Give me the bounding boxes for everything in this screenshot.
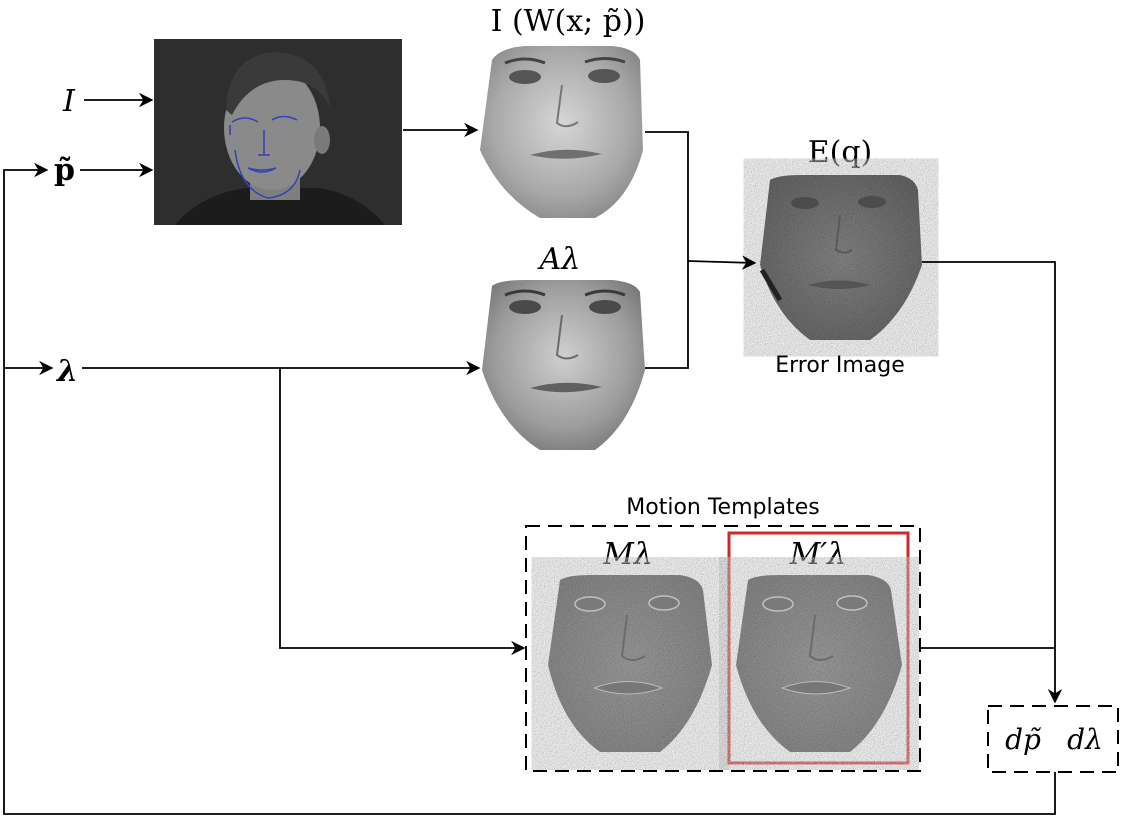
error-face (759, 175, 922, 340)
arrow-merge-to-error (687, 255, 757, 270)
input-lambda-label: λ (55, 354, 78, 389)
motion-templates-title: Motion Templates (626, 495, 819, 520)
output-dl-label: dλ (1067, 723, 1103, 756)
motion-m-face (548, 575, 712, 752)
arrow-lambda-to-motion (279, 368, 526, 656)
input-photo (154, 39, 402, 225)
warped-face (480, 46, 643, 218)
motion-m-prime-title: M′λ (789, 537, 847, 572)
motion-m-title: Mλ (602, 537, 653, 572)
input-p-label: p̃ (54, 153, 75, 188)
error-title: E(q) (808, 135, 873, 170)
output-box (987, 705, 1119, 773)
highlight-box (727, 531, 910, 765)
warped-title: I (W(x; p̃)) (491, 4, 646, 39)
appearance-title: Aλ (537, 242, 581, 277)
appearance-face (482, 280, 645, 450)
fitting-contour (229, 115, 301, 199)
connectors (3, 92, 1063, 815)
error-caption: Error Image (775, 353, 905, 378)
arrow-error-to-output (922, 261, 1063, 704)
output-dp-label: dp̃ (1005, 723, 1042, 756)
motion-m-prime-face (736, 575, 902, 752)
arrow-feedback-to-p (3, 162, 1056, 815)
merge-line (645, 131, 689, 369)
input-i-label: I (62, 84, 76, 119)
